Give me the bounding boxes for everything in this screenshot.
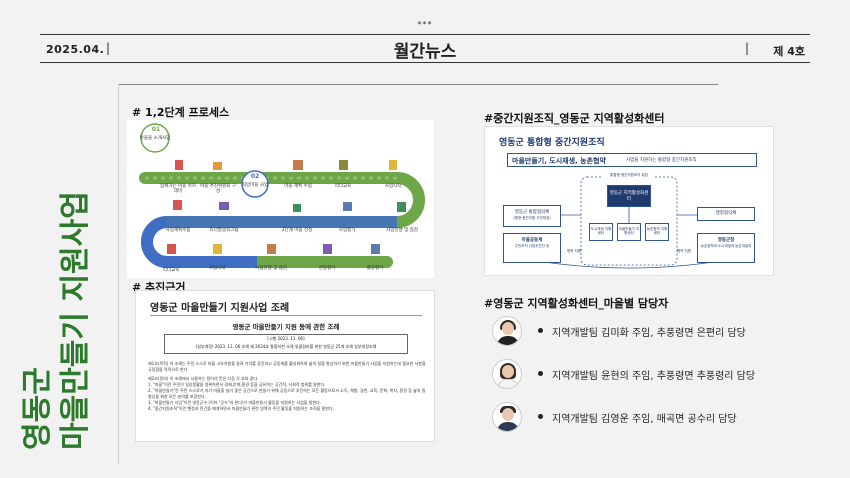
ordinance-clause: 1. "마을"이란 주민이 일상생활을 영위하면서 경제,문화,환경 등을 공유…	[148, 382, 326, 387]
org-banner-main: 마을만들기, 도시재생, 농촌협약	[512, 157, 606, 165]
stage-label: 사업시작	[208, 266, 226, 271]
stage-label: 사업진행 및 점검	[386, 228, 418, 233]
org-top-label: 통합형 중간지원조직 설립	[603, 172, 655, 179]
stage-label: 마을 추진위원회 구성	[200, 184, 236, 195]
org-heading: #중간지원조직_영동군 지역활성화센터	[484, 112, 665, 125]
header-bottom-rule	[40, 62, 810, 63]
staff-text: 지역개발팀 김영운 주임, 매곡면 공수리 담당	[552, 414, 737, 425]
stage-label: 리더발굴워크숍	[209, 228, 239, 233]
ordinance-subtitle: 영동군 마을만들기 지원 등에 관한 조례	[232, 323, 340, 331]
step2-label: 희망마을 사업	[241, 183, 269, 188]
ordinance-clause: 3. "마을만들기 사업"이란 영동군수 (이하 "군수"라 한다)가 마을만들…	[148, 400, 322, 405]
step1-number: 01	[151, 126, 161, 133]
stage-label: 활동평가	[366, 266, 384, 271]
staff-text: 지역개발팀 윤현의 주임, 추풍령면 추풍령리 담당	[552, 371, 756, 382]
header-stars: ***	[417, 20, 433, 29]
staff-text: 지역개발팀 김미화 주임, 추풍령면 은편리 담당	[552, 328, 746, 339]
process-diagram: 01 마을을 소개사업 02 희망마을 사업 함께가는 마을 아카데미 마을 추…	[127, 120, 434, 278]
org-left-top-label: 영동군 통합협의체	[514, 210, 550, 215]
ordinance-article: 제1조(목적) 이 조례는 주민 스스로 마을 고유자원을 살려 가치를 증진하…	[148, 361, 426, 372]
org-left-top-sub: (행정·중간지원·주민대표)	[513, 215, 551, 220]
ordinance-info-box: [시행 2023. 11. 06] (일부개정) 2023. 11. 06 조례…	[164, 334, 408, 354]
org-center-box: 영동군 지역활성화센터	[607, 185, 651, 207]
org-sub-center-2: 마을만들기 지원센터	[617, 223, 641, 241]
ordinance-clause: 4. "중간지원조직"이란 행정과 민간을 매개하면서 마을만들기 관련 영역의…	[148, 406, 334, 411]
staff-item: 지역개발팀 김영운 주임, 매곡면 공수리 담당	[492, 402, 832, 434]
stage-label: 사업계획수립	[165, 228, 191, 233]
org-right-bottom-box: 영동군청 농촌정책과 도시재생과 농촌개발과	[697, 233, 755, 263]
org-chart: 영동군 통합형 중간지원조직 마을만들기, 도시재생, 농촌협약 사업을 지원하…	[484, 126, 774, 276]
staff-item: 지역개발팀 윤현의 주임, 추풍령면 추풍령리 담당	[492, 359, 832, 391]
content-top-rule	[118, 84, 718, 85]
staff-photo	[492, 402, 522, 432]
process-path-graphic	[139, 123, 425, 268]
side-title: 영동군 마을만들기 지원사업	[2, 120, 112, 450]
ordinance-title: 영동군 마을만들기 지원사업 조례	[150, 303, 290, 314]
content-left-rule	[118, 84, 119, 464]
ordinance-body: 제1조(목적) 이 조례는 주민 스스로 마을 고유자원을 살려 가치를 증진하…	[148, 361, 426, 412]
ordinance-clause: 2. "마을만들기"란 주민 스스로가 자기 마을을 살기 좋은 공간으로 만들…	[148, 388, 426, 399]
org-right-bottom-label: 영동군청	[717, 238, 735, 243]
org-chart-title: 영동군 통합형 중간지원조직	[499, 138, 605, 148]
stage-label: 함께가는 마을 아카데미	[160, 184, 196, 195]
staff-photo	[492, 316, 522, 346]
org-left-bottom-label: 마을공동체	[521, 238, 543, 243]
org-sub-center-1: 도시재생 지원센터	[589, 223, 613, 241]
stage-label: 사업시작	[384, 184, 402, 189]
ordinance-rule	[150, 315, 422, 316]
org-arrow-left-label: 협력 지원	[567, 249, 581, 253]
org-sub-center-3: 농촌협약 지원센터	[645, 223, 669, 241]
step1-label: 마을을 소개사업	[139, 136, 171, 141]
staff-photo	[492, 359, 522, 389]
stage-label: 사업평가	[338, 228, 356, 233]
newsletter-title: 월간뉴스	[393, 42, 457, 62]
stage-label: 마을 계획 수립	[284, 184, 312, 189]
header-divider-left: |	[106, 41, 111, 55]
org-banner: 마을만들기, 도시재생, 농촌협약 사업을 지원하는 통합형 중간지원조직	[507, 153, 757, 167]
issue-date: 2025.04.	[46, 43, 105, 56]
stage-label: 2단계 마을 선정	[281, 228, 313, 233]
org-right-bottom-sub: 농촌정책과 도시재생과 농촌개발과	[700, 243, 752, 248]
org-left-bottom-box: 마을공동체 주민조직 사업추진단 등	[503, 233, 561, 263]
issue-number: 제 4호	[773, 45, 805, 58]
staff-item: 지역개발팀 김미화 주임, 추풍령면 은편리 담당	[492, 316, 832, 348]
step2-number: 02	[250, 173, 260, 180]
header-top-rule	[40, 34, 810, 35]
bullet-icon	[538, 371, 543, 376]
process-heading: # 1,2단계 프로세스	[132, 106, 230, 119]
org-banner-sub: 사업을 지원하는 통합형 중간지원조직	[626, 158, 697, 163]
stage-label: 현장평가	[318, 266, 336, 271]
org-left-bottom-sub: 주민조직 사업추진단 등	[514, 243, 550, 248]
stage-label: 사업진행 및 점검	[255, 266, 287, 271]
ordinance-article: 제2조(정의) 이 조례에서 사용하는 용어의 뜻은 다음 각 호와 같다.	[148, 376, 259, 381]
ordinance-document: 영동군 마을만들기 지원사업 조례 영동군 마을만들기 지원 등에 관한 조례 …	[135, 290, 435, 442]
stage-label: 리더교육	[162, 268, 180, 273]
side-title-line2: 마을만들기 지원사업	[58, 191, 93, 450]
bullet-icon	[538, 414, 543, 419]
org-left-top-box: 영동군 통합협의체 (행정·중간지원·주민대표)	[503, 205, 561, 227]
org-arrow-right-label: 협력 지원	[677, 249, 691, 253]
bullet-icon	[538, 328, 543, 333]
org-right-top-box: 행정협의체	[697, 207, 755, 221]
header-divider-right: |	[745, 41, 750, 55]
ordinance-effective-date: [시행 2023. 11. 06]	[267, 336, 305, 341]
staff-heading: #영동군 지역활성화센터_마을별 담당자	[484, 297, 669, 310]
ordinance-revision-note: (일부개정) 2023. 11. 06 조례 제 2024호 통합하천 조례 일…	[195, 344, 377, 349]
stage-label: 리더교육	[334, 184, 352, 189]
